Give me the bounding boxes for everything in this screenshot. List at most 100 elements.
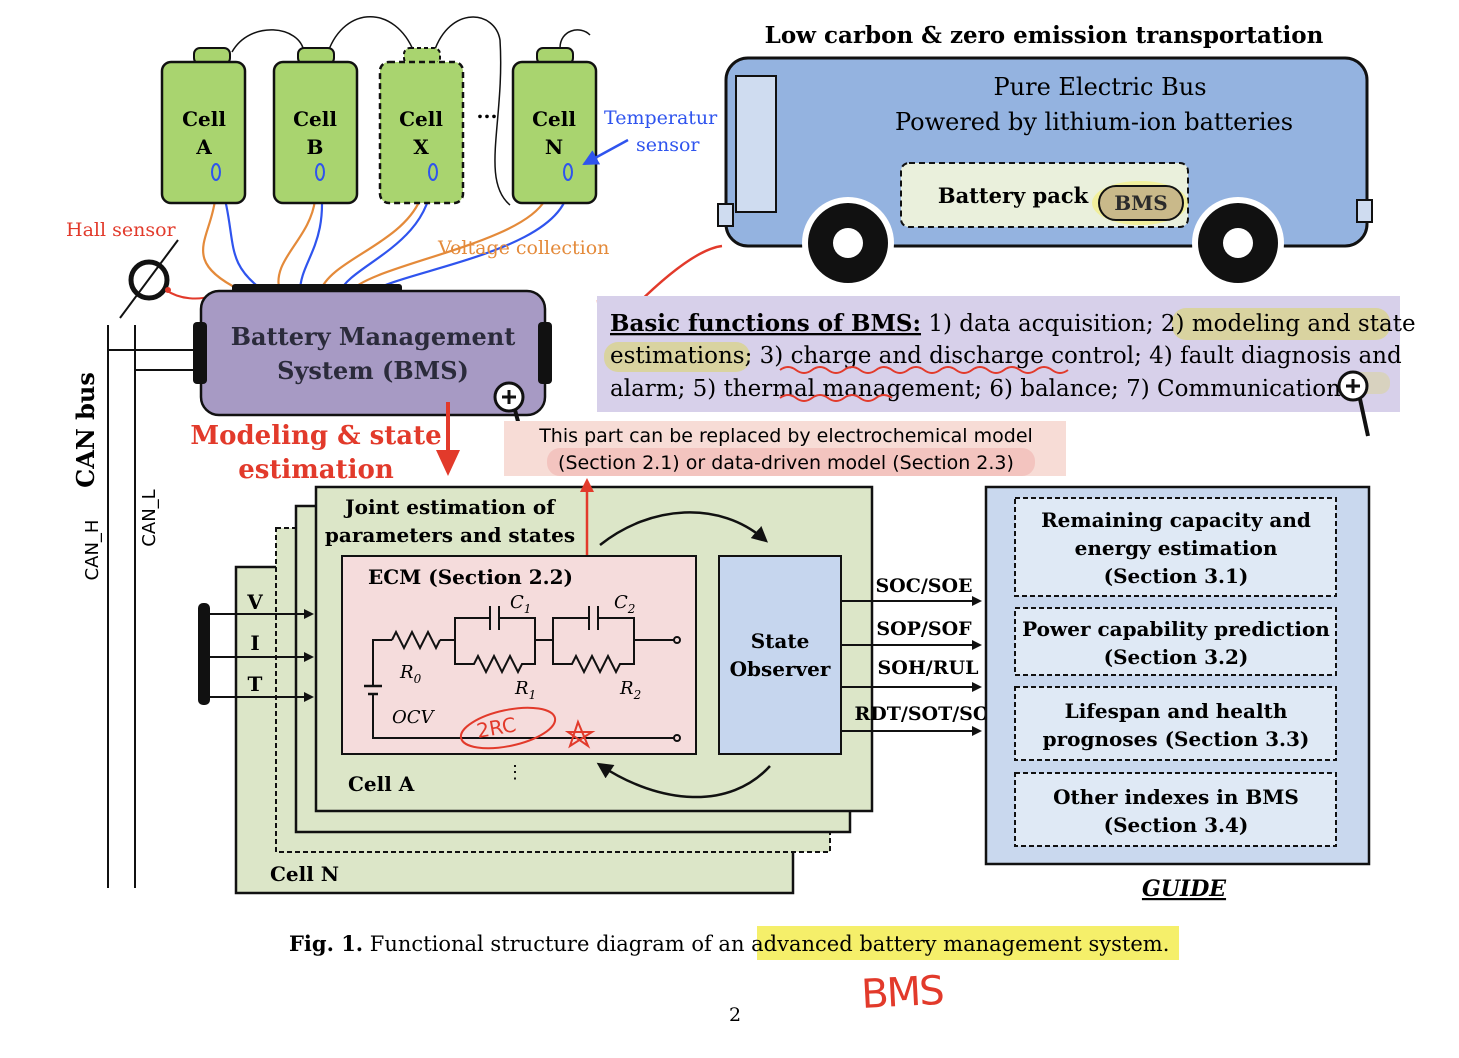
cell-n-label: Cell xyxy=(532,107,576,131)
bms-box: Battery Management System (BMS) xyxy=(193,284,552,445)
can-bus-label: CAN bus xyxy=(71,372,100,488)
cells-ellipsis: ... xyxy=(477,99,498,123)
guide-item-1-line2: energy estimation xyxy=(1075,536,1278,560)
cell-x-id: X xyxy=(413,135,429,159)
note-line1: This part can be replaced by electrochem… xyxy=(538,425,1033,447)
cell-top-wires xyxy=(231,16,591,206)
guide-item-1-line3: (Section 3.1) xyxy=(1104,564,1249,588)
hall-sensor-label: Hall sensor xyxy=(66,219,177,241)
cell-b: Cell B xyxy=(272,47,359,205)
cell-x-label: Cell xyxy=(399,107,443,131)
r0-label: R0 xyxy=(399,662,422,686)
functions-squiggle xyxy=(779,366,1069,374)
guide-panel: Remaining capacity and energy estimation… xyxy=(984,485,1371,902)
output-rdt-sot-sob: RDT/SOT/SOB xyxy=(854,703,1005,725)
temperature-sensor-arrow xyxy=(582,138,629,166)
can-l-label: CAN_L xyxy=(139,489,160,546)
state-observer-line2: Observer xyxy=(730,657,831,681)
bus-rear-wheel xyxy=(1192,197,1284,289)
temperature-sensor-label-2: sensor xyxy=(636,134,700,156)
page-number: 2 xyxy=(729,1004,741,1026)
cell-n: Cell N xyxy=(511,47,598,205)
note-line2: (Section 2.1) or data-driven model (Sect… xyxy=(558,452,1014,474)
can-bus: CAN bus CAN_H CAN_L xyxy=(71,325,201,888)
guide-item-1-line1: Remaining capacity and xyxy=(1041,508,1311,532)
panel-cell-a-label: Cell A xyxy=(348,772,415,796)
cell-a-label: Cell xyxy=(182,107,226,131)
joint-estimation-line1: Joint estimation of xyxy=(343,495,556,519)
cell-x: Cell X xyxy=(378,47,465,205)
handwritten-bms: BMS xyxy=(860,968,944,1018)
caption-text: Fig. 1. Functional structure diagram of … xyxy=(289,931,1169,956)
bus-front-wheel xyxy=(802,197,894,289)
guide-item-4[interactable] xyxy=(1014,772,1337,847)
battery-pack-label: Battery pack xyxy=(938,183,1089,208)
bms-pill-label: BMS xyxy=(1114,191,1168,215)
cell-x-temp-probe xyxy=(428,163,438,181)
bus-line2: Powered by lithium-ion batteries xyxy=(895,108,1293,136)
guide-item-4-line2: (Section 3.4) xyxy=(1104,813,1249,837)
r2-label: R2 xyxy=(619,678,641,702)
curved-arrow-back xyxy=(596,762,771,799)
modeling-label-line2: estimation xyxy=(238,455,394,485)
input-t-label: T xyxy=(248,672,263,696)
modeling-label-group: Modeling & state estimation xyxy=(190,402,460,485)
cell-b-temp-probe xyxy=(315,163,325,181)
caption-highlighted: advanced battery management system. xyxy=(751,932,1169,956)
ecm-dots: ⋮ xyxy=(506,762,524,783)
r1-label: R1 xyxy=(514,678,536,702)
ecm-label: ECM (Section 2.2) xyxy=(368,565,573,589)
bms-title-line2: System (BMS) xyxy=(277,356,469,385)
cell-a-id: A xyxy=(195,135,212,159)
state-observer-box xyxy=(718,555,842,755)
bus-line1: Pure Electric Bus xyxy=(993,73,1206,101)
guide-item-2-line1: Power capability prediction xyxy=(1022,617,1330,641)
input-i-label: I xyxy=(250,631,259,655)
guide-item-3-line2: prognoses (Section 3.3) xyxy=(1043,727,1310,751)
functions-line3: alarm; 5) thermal management; 6) balance… xyxy=(610,376,1341,402)
output-sop-sof: SOP/SOF xyxy=(876,618,972,640)
input-bus-bar xyxy=(198,603,210,705)
input-v-label: V xyxy=(246,590,263,614)
guide-item-2[interactable] xyxy=(1014,607,1337,676)
estimation-stack: Cell N Joint estimation of parameters an… xyxy=(198,478,1006,895)
curved-arrow-forward xyxy=(599,511,768,546)
cell-b-label: Cell xyxy=(293,107,337,131)
bus-title: Low carbon & zero emission transportatio… xyxy=(765,22,1324,49)
bms-pill xyxy=(1098,185,1184,221)
temperature-sensor-label: Temperatur xyxy=(604,107,718,129)
panel-cell-n-label: Cell N xyxy=(270,862,339,886)
electric-bus: Low carbon & zero emission transportatio… xyxy=(717,22,1373,289)
caption-plain: Functional structure diagram of an xyxy=(363,932,751,956)
state-observer-line1: State xyxy=(751,629,810,653)
figure-caption: Fig. 1. Functional structure diagram of … xyxy=(289,926,1179,960)
output-soh-rul: SOH/RUL xyxy=(878,657,979,679)
functions-box: Basic functions of BMS: 1) data acquisit… xyxy=(597,296,1416,437)
handwritten-star-icon xyxy=(564,719,596,749)
guide-item-4-line1: Other indexes in BMS xyxy=(1053,785,1299,809)
cell-group: Cell A Cell B Cell X ... Cell N xyxy=(66,16,718,319)
voltage-collection-label: Voltage collection xyxy=(437,237,609,259)
modeling-label-line1: Modeling & state xyxy=(190,421,441,451)
guide-title: GUIDE xyxy=(1142,876,1227,902)
guide-item-3-line1: Lifespan and health xyxy=(1065,699,1288,723)
bms-title-line1: Battery Management xyxy=(231,322,516,351)
functions-line1-rest: 1) data acquisition; 2) modeling and sta… xyxy=(921,311,1416,337)
cell-a-temp-probe xyxy=(211,163,221,181)
guide-item-1[interactable] xyxy=(1014,497,1337,597)
cell-n-temp-probe xyxy=(563,163,573,181)
ecm-box xyxy=(341,555,697,755)
replacement-note: This part can be replaced by electrochem… xyxy=(504,421,1066,476)
functions-line1: Basic functions of BMS: 1) data acquisit… xyxy=(610,310,1416,337)
hall-sensor-icon xyxy=(128,259,170,301)
zoom-in-icon[interactable] xyxy=(1337,370,1370,437)
guide-item-3[interactable] xyxy=(1014,686,1337,761)
joint-estimation-line2: parameters and states xyxy=(325,523,575,547)
output-soc-soe: SOC/SOE xyxy=(875,575,972,597)
functions-heading: Basic functions of BMS: xyxy=(610,310,921,337)
cell-n-id: N xyxy=(545,135,563,159)
functions-line2: estimations; 3) charge and discharge con… xyxy=(610,343,1402,369)
c2-label: C2 xyxy=(614,592,635,616)
c1-label: C1 xyxy=(510,592,531,616)
